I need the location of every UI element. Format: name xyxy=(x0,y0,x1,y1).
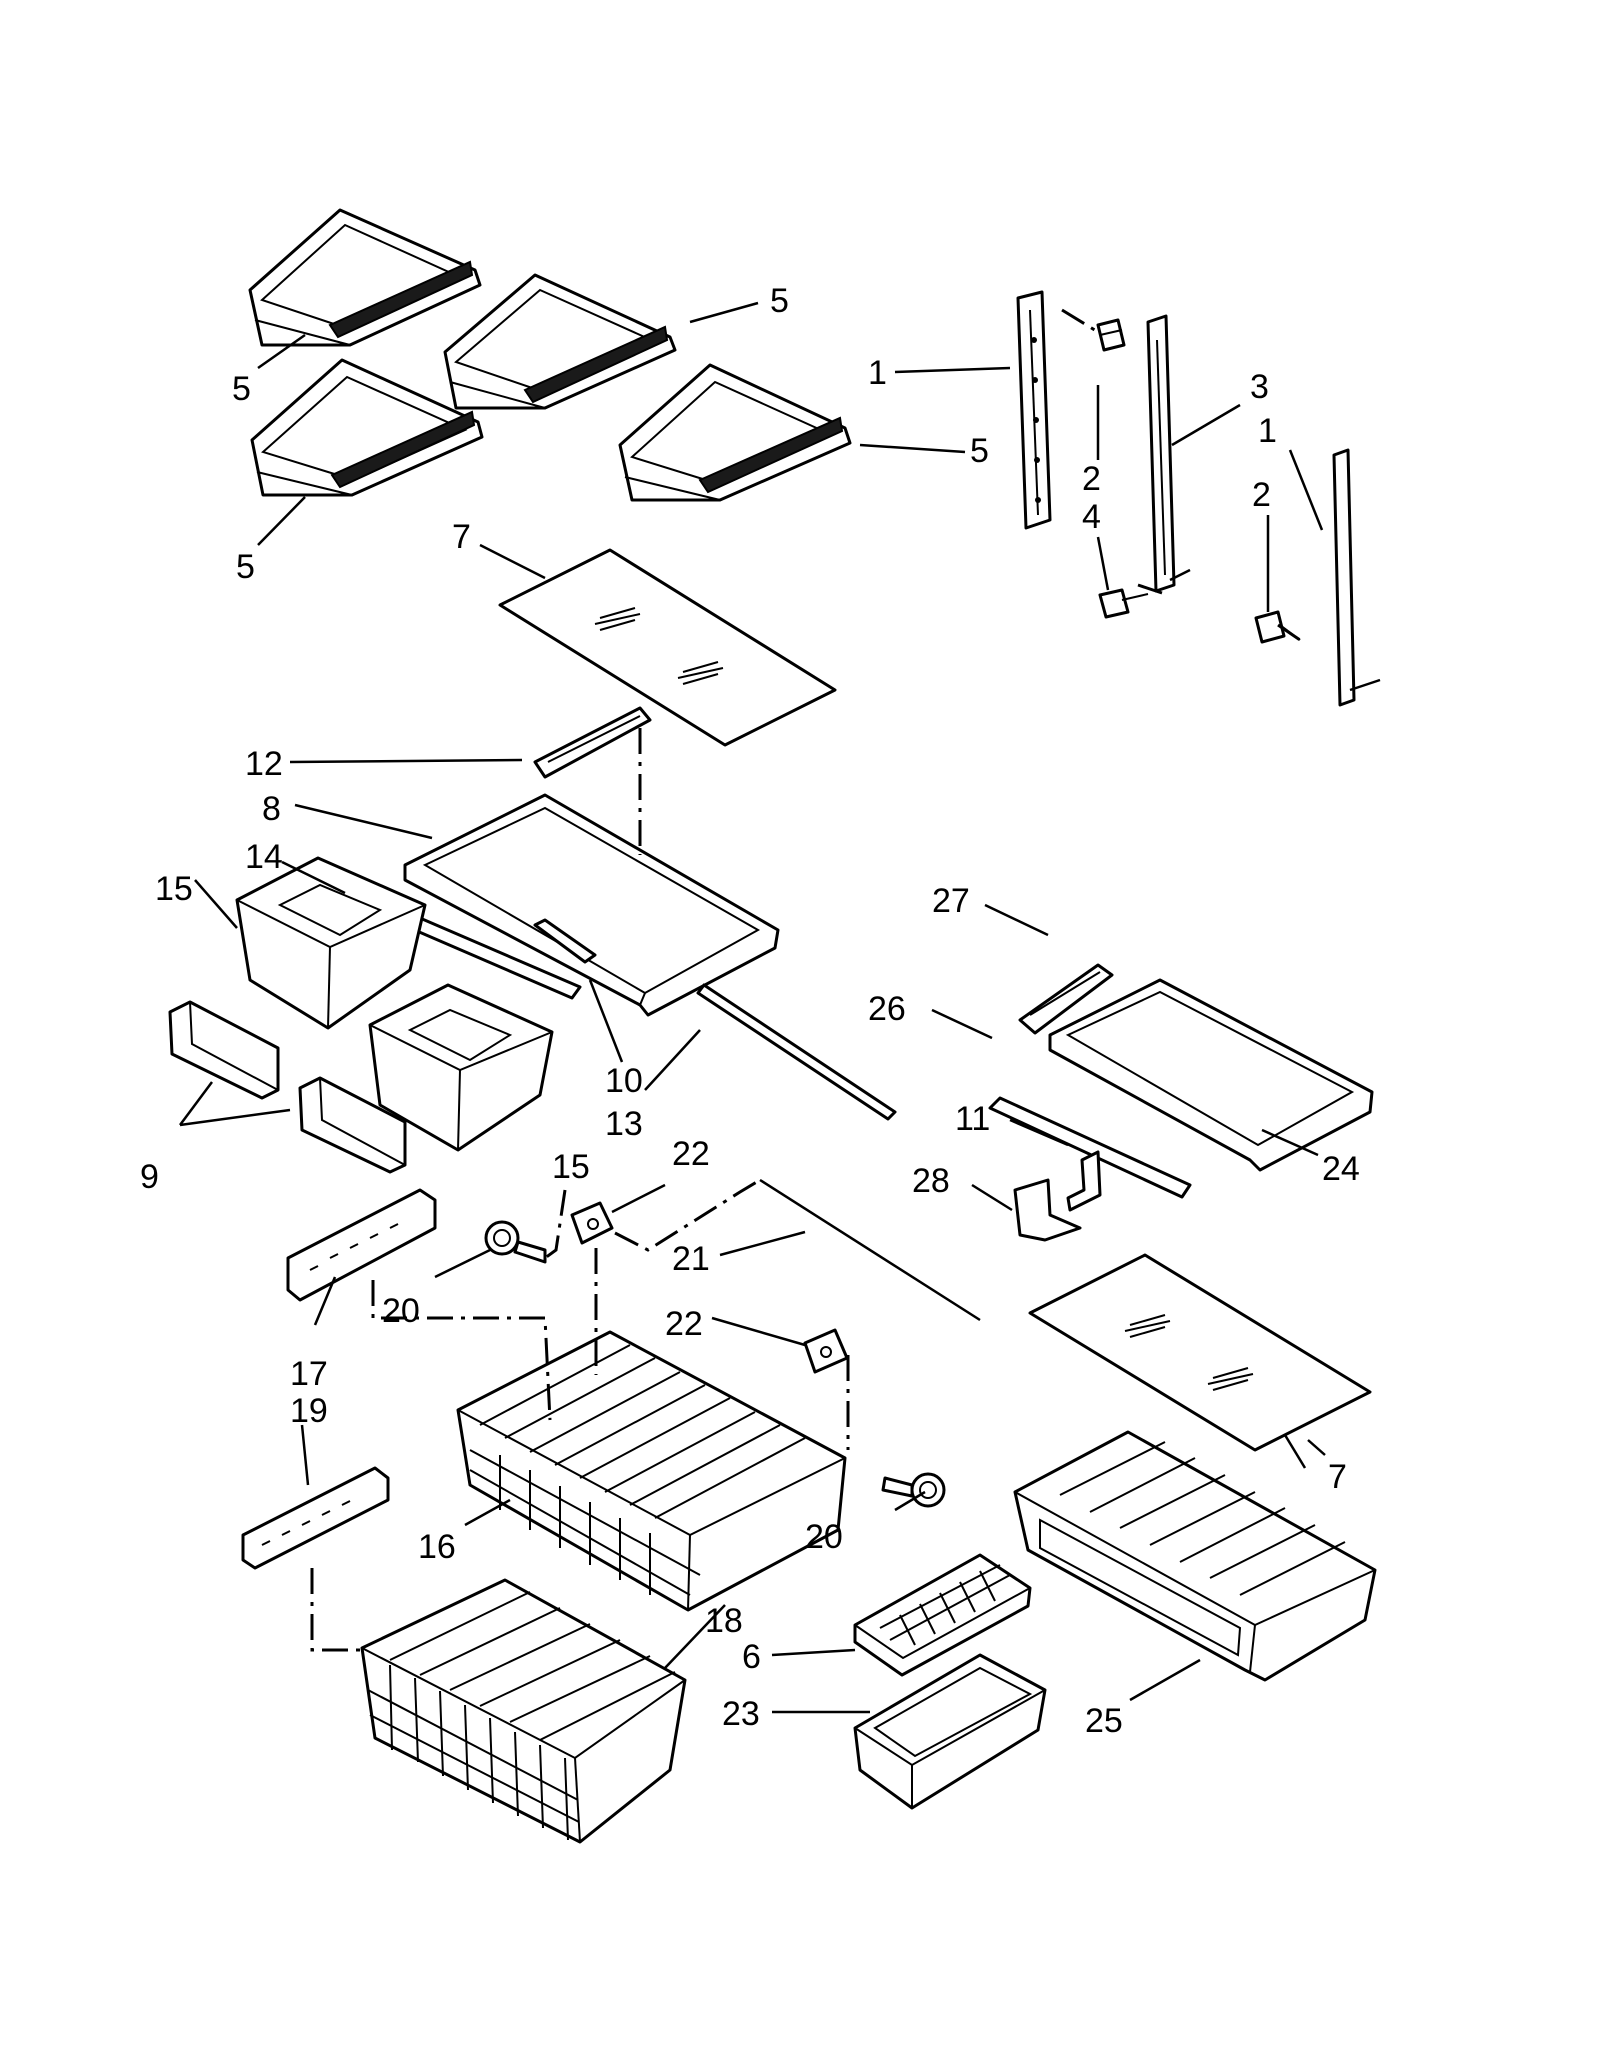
callout-17: 17 xyxy=(290,1355,328,1393)
callout-5: 5 xyxy=(232,370,251,408)
callout-13: 13 xyxy=(605,1105,643,1143)
callout-7: 7 xyxy=(452,518,471,556)
screw xyxy=(1096,318,1126,352)
callout-16: 16 xyxy=(418,1528,456,1566)
callout-19: 19 xyxy=(290,1392,328,1430)
callout-10: 10 xyxy=(605,1062,643,1100)
callout-4: 4 xyxy=(1082,498,1101,536)
glass-shelf-lower xyxy=(1028,1253,1372,1452)
drawer-front xyxy=(168,1000,280,1100)
screw xyxy=(1098,588,1149,619)
callout-22: 22 xyxy=(672,1135,710,1173)
callout-20: 20 xyxy=(382,1292,420,1330)
callout-5: 5 xyxy=(236,548,255,586)
bearing-block xyxy=(803,1328,849,1374)
bracket-28 xyxy=(1013,1178,1082,1242)
assembly-line xyxy=(614,1178,761,1252)
callout-23: 23 xyxy=(722,1695,760,1733)
basket-support xyxy=(241,1466,390,1570)
callout-6: 6 xyxy=(742,1638,761,1676)
bracket-11 xyxy=(1066,1150,1102,1212)
door-shelf xyxy=(618,363,852,502)
storage-bin xyxy=(853,1653,1047,1810)
upper-wire-basket xyxy=(456,1330,847,1612)
callout-21: 21 xyxy=(672,1240,710,1278)
assembly-line xyxy=(371,1280,552,1421)
callout-14: 14 xyxy=(245,838,283,876)
callout-20: 20 xyxy=(805,1518,843,1556)
assembly-line xyxy=(1277,623,1301,642)
callout-26: 26 xyxy=(868,990,906,1028)
cover-rod xyxy=(696,983,897,1121)
door-shelf xyxy=(443,273,677,410)
callout-18: 18 xyxy=(705,1602,743,1640)
slide-shaft xyxy=(759,1178,981,1322)
cover-bracket xyxy=(1018,963,1114,1035)
callout-labels: 5 5 5 5 1 1 2 2 3 4 7 7 12 8 14 15 15 10… xyxy=(140,282,1360,1740)
pantry-drawer xyxy=(1013,1430,1377,1682)
callout-12: 12 xyxy=(245,745,283,783)
shelf-slide xyxy=(533,706,652,779)
callout-1: 1 xyxy=(868,354,887,392)
leader-lines xyxy=(178,301,1326,1714)
drawer-front xyxy=(298,1076,407,1174)
assembly-line xyxy=(544,1189,567,1260)
callout-8: 8 xyxy=(262,790,281,828)
callout-9: 9 xyxy=(140,1158,159,1196)
basket-support xyxy=(286,1188,437,1302)
screw xyxy=(1254,610,1301,644)
gear xyxy=(484,1220,547,1264)
callout-3: 3 xyxy=(1250,368,1269,406)
shelf-rail-right xyxy=(1332,448,1381,707)
callout-24: 24 xyxy=(1322,1150,1360,1188)
callout-15: 15 xyxy=(552,1148,590,1186)
callout-15: 15 xyxy=(155,870,193,908)
callout-7: 7 xyxy=(1328,1458,1347,1496)
callout-2: 2 xyxy=(1252,476,1271,514)
shelf-rail-left xyxy=(1016,290,1052,530)
pantry-trim xyxy=(988,1096,1192,1199)
bearing-block xyxy=(570,1201,614,1245)
callout-25: 25 xyxy=(1085,1702,1123,1740)
assembly-line xyxy=(1137,583,1163,595)
callout-22: 22 xyxy=(665,1305,703,1343)
pantry-cover-frame xyxy=(1048,978,1374,1172)
callout-28: 28 xyxy=(912,1162,950,1200)
callout-2: 2 xyxy=(1082,460,1101,498)
assembly-line xyxy=(1061,308,1099,334)
ice-tray xyxy=(853,1553,1032,1677)
callout-5: 5 xyxy=(970,432,989,470)
shelf-rail-center xyxy=(1146,314,1191,593)
gear xyxy=(881,1472,946,1508)
callout-1: 1 xyxy=(1258,412,1277,450)
assembly-line xyxy=(310,1568,362,1652)
crisper-drawer xyxy=(368,983,554,1152)
door-shelf xyxy=(250,358,484,497)
lower-wire-basket xyxy=(360,1578,687,1844)
callout-27: 27 xyxy=(932,882,970,920)
cover-clip xyxy=(533,918,597,964)
door-shelf xyxy=(248,208,482,347)
crisper-drawer xyxy=(235,856,427,1030)
glass-shelf-upper xyxy=(498,548,837,747)
callout-11: 11 xyxy=(955,1100,990,1138)
callout-5: 5 xyxy=(770,282,789,320)
